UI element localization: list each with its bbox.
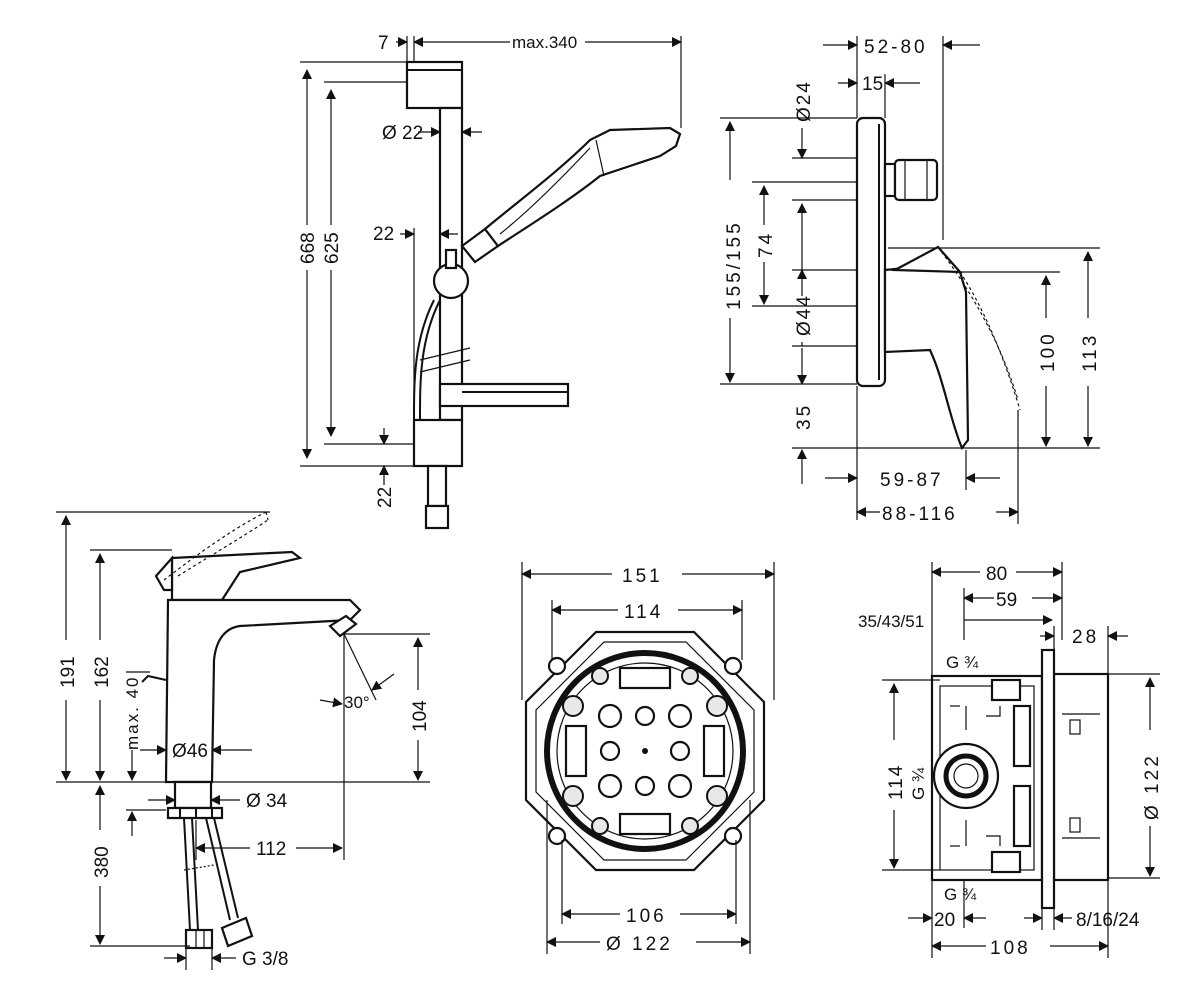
- dim-59-87: 59-87: [880, 470, 944, 491]
- dim-88-116: 88-116: [882, 504, 958, 525]
- dim-380: 380: [92, 846, 113, 878]
- dim-diameter-44: Ø44: [794, 294, 815, 336]
- shower-rail-drawing: [405, 60, 682, 530]
- dim-191: 191: [58, 656, 79, 688]
- dim-112: 112: [256, 839, 286, 860]
- dim-151: 151: [622, 566, 663, 587]
- dim-114-side: 114: [886, 764, 907, 800]
- dim-20: 20: [934, 910, 955, 931]
- dim-28: 28: [1072, 627, 1099, 648]
- dim-59: 59: [996, 590, 1017, 611]
- dim-bottom-22: 22: [375, 487, 396, 508]
- dim-35: 35: [794, 403, 815, 430]
- dim-162: 162: [92, 656, 113, 688]
- dim-106: 106: [626, 906, 667, 927]
- dim-max-40: max. 40: [123, 676, 142, 750]
- dim-113: 113: [1080, 333, 1101, 372]
- installation-box-front-drawing: [524, 630, 766, 872]
- dim-bracket-22: 22: [373, 224, 394, 245]
- dim-rod-diameter: Ø 22: [382, 123, 423, 144]
- dim-7: 7: [378, 33, 389, 54]
- dim-diameter-24: Ø24: [794, 80, 815, 122]
- dim-104: 104: [410, 700, 431, 732]
- dim-108: 108: [990, 938, 1031, 959]
- basin-mixer-dimensions: 191 162 max. 40 Ø46 Ø 34 104 30° 112: [56, 511, 431, 970]
- dim-angle-30: 30°: [344, 693, 370, 712]
- bath-mixer-side-drawing: [855, 116, 1021, 451]
- dim-668: 668: [298, 232, 319, 264]
- installation-box-side-drawing: [930, 648, 1110, 910]
- dim-625: 625: [322, 232, 343, 264]
- dim-diameter-122-side: Ø 122: [1142, 753, 1163, 820]
- dim-max-340: max.340: [512, 33, 577, 52]
- basin-mixer-drawing: [141, 511, 362, 950]
- dim-155-155: 155/155: [724, 220, 745, 310]
- installation-box-front-dimensions: 151 114 106 Ø 122: [521, 562, 775, 955]
- dim-diameter-34: Ø 34: [246, 791, 288, 812]
- installation-box-side-dimensions: 80 59 35/43/51 28 G ¾ 114 G ¾ Ø 122 G ¾: [858, 562, 1163, 959]
- dim-100: 100: [1038, 331, 1059, 372]
- dim-g-3-8: G 3/8: [242, 949, 288, 970]
- dim-diameter-46: Ø46: [172, 741, 208, 762]
- thread-bottom-label: G ¾: [944, 885, 977, 904]
- dim-80: 80: [986, 564, 1007, 585]
- dim-diameter-122-front: Ø 122: [606, 934, 673, 955]
- thread-mid-label: G ¾: [909, 767, 928, 800]
- shower-rail-dimensions: 7 max.340 Ø 22 22 668 625 22: [298, 33, 682, 508]
- dim-52-80: 52-80: [864, 37, 928, 58]
- dim-35-43-51: 35/43/51: [858, 612, 924, 631]
- dim-114: 114: [624, 602, 663, 623]
- thread-top-label: G ¾: [946, 653, 979, 672]
- bath-mixer-side-dimensions: 52-80 15 Ø24 155/155 74 Ø44 35: [720, 36, 1101, 525]
- dim-15: 15: [862, 74, 883, 95]
- dim-74: 74: [756, 231, 777, 258]
